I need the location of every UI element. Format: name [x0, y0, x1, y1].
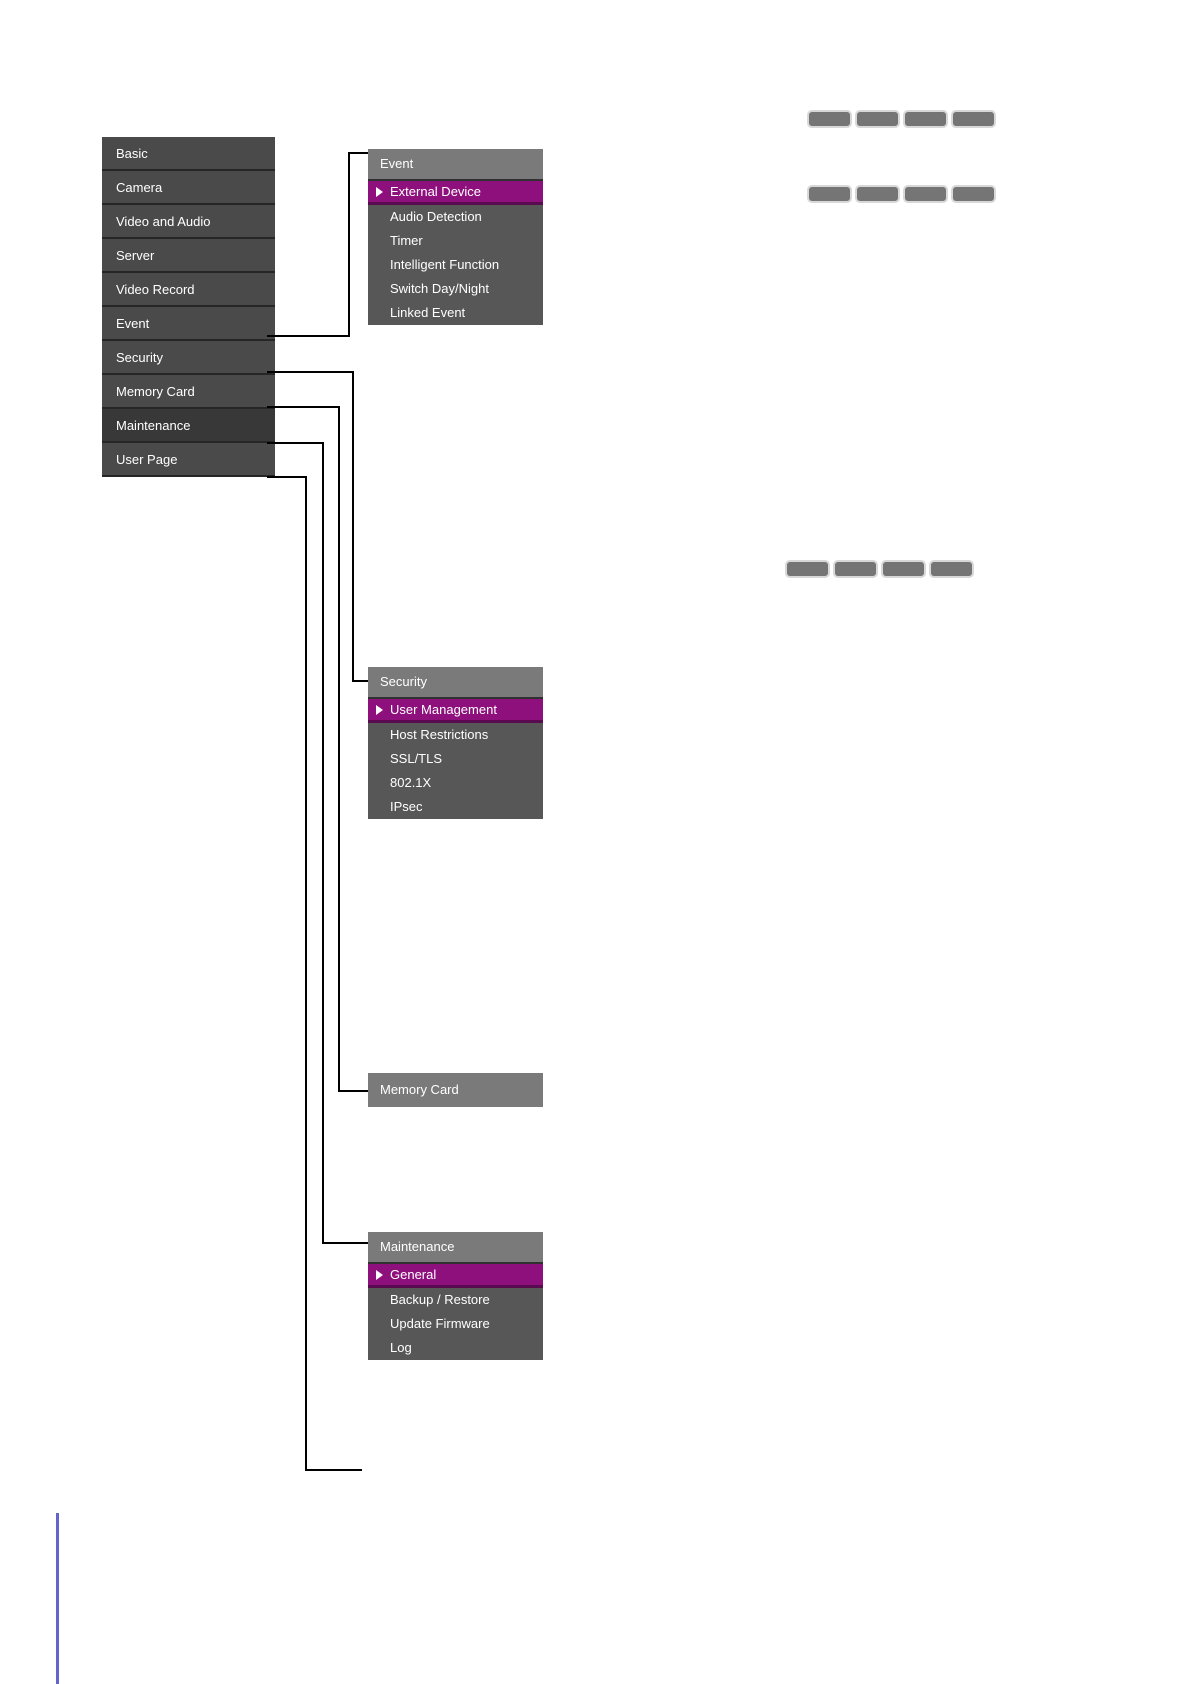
memory-card-submenu: Memory Card [368, 1073, 543, 1107]
menu-item-server[interactable]: Server [102, 239, 275, 273]
submenu-item-label: Host Restrictions [390, 727, 489, 742]
blank-button[interactable] [951, 185, 996, 203]
maintenance-submenu-body: General Backup / Restore Update Firmware… [368, 1264, 543, 1360]
menu-item-security[interactable]: Security [102, 341, 275, 375]
connector-user-page-vertical [305, 476, 307, 1471]
submenu-item-label: External Device [390, 184, 482, 199]
maintenance-submenu-title: Maintenance [368, 1232, 543, 1264]
connector-memory-card-to-panel [338, 1090, 368, 1092]
submenu-item-label: Backup / Restore [390, 1292, 490, 1307]
submenu-item-update-firmware[interactable]: Update Firmware [368, 1312, 543, 1336]
submenu-item-802-1x[interactable]: 802.1X [368, 771, 543, 795]
submenu-item-label: IPsec [390, 799, 423, 814]
security-submenu: Security User Management Host Restrictio… [368, 667, 543, 819]
submenu-item-log[interactable]: Log [368, 1336, 543, 1360]
submenu-item-label: General [390, 1267, 437, 1282]
connector-security-vertical [352, 371, 354, 682]
submenu-item-label: Linked Event [390, 305, 466, 320]
connector-user-page-from-menu [267, 476, 307, 478]
memory-card-submenu-title: Memory Card [368, 1073, 543, 1107]
selected-arrow-icon [376, 1269, 383, 1280]
blank-button[interactable] [855, 185, 900, 203]
submenu-item-linked-event[interactable]: Linked Event [368, 301, 543, 325]
menu-item-user-page[interactable]: User Page [102, 443, 275, 477]
button-row-3 [785, 560, 974, 578]
blank-button[interactable] [903, 185, 948, 203]
blank-button[interactable] [951, 110, 996, 128]
blank-button[interactable] [833, 560, 878, 578]
settings-menu: Basic Camera Video and Audio Server Vide… [102, 137, 275, 477]
submenu-item-label: Log [390, 1340, 412, 1355]
blank-button[interactable] [785, 560, 830, 578]
event-submenu-title: Event [368, 149, 543, 181]
security-submenu-title: Security [368, 667, 543, 699]
connector-event-vertical [348, 152, 350, 337]
maintenance-submenu: Maintenance General Backup / Restore Upd… [368, 1232, 543, 1360]
menu-item-memory-card[interactable]: Memory Card [102, 375, 275, 409]
menu-item-event[interactable]: Event [102, 307, 275, 341]
submenu-item-label: User Management [390, 702, 497, 717]
selected-arrow-icon [376, 704, 383, 715]
connector-maintenance-to-panel [322, 1242, 368, 1244]
submenu-item-label: Audio Detection [390, 209, 482, 224]
blank-button[interactable] [903, 110, 948, 128]
blank-button[interactable] [929, 560, 974, 578]
connector-memory-card-vertical [338, 406, 340, 1092]
submenu-item-label: Switch Day/Night [390, 281, 489, 296]
submenu-item-label: Timer [390, 233, 423, 248]
connector-security-to-panel [352, 680, 368, 682]
connector-user-page-end [305, 1469, 362, 1471]
button-row-2 [807, 185, 996, 203]
menu-item-camera[interactable]: Camera [102, 171, 275, 205]
security-submenu-body: User Management Host Restrictions SSL/TL… [368, 699, 543, 819]
connector-memory-card-from-menu [267, 406, 340, 408]
connector-event-to-panel [348, 152, 368, 154]
submenu-item-ssl-tls[interactable]: SSL/TLS [368, 747, 543, 771]
connector-maintenance-vertical [322, 442, 324, 1244]
submenu-item-audio-detection[interactable]: Audio Detection [368, 205, 543, 229]
event-submenu: Event External Device Audio Detection Ti… [368, 149, 543, 325]
menu-item-maintenance[interactable]: Maintenance [102, 409, 275, 443]
submenu-item-timer[interactable]: Timer [368, 229, 543, 253]
blank-button[interactable] [881, 560, 926, 578]
submenu-item-general[interactable]: General [368, 1264, 543, 1288]
submenu-item-switch-day-night[interactable]: Switch Day/Night [368, 277, 543, 301]
submenu-item-host-restrictions[interactable]: Host Restrictions [368, 723, 543, 747]
submenu-item-label: Intelligent Function [390, 257, 500, 272]
blank-button[interactable] [807, 110, 852, 128]
submenu-item-label: SSL/TLS [390, 751, 443, 766]
blank-button[interactable] [855, 110, 900, 128]
submenu-item-label: 802.1X [390, 775, 432, 790]
connector-security-from-menu [267, 371, 354, 373]
submenu-item-label: Update Firmware [390, 1316, 490, 1331]
submenu-item-intelligent-function[interactable]: Intelligent Function [368, 253, 543, 277]
connector-maintenance-from-menu [267, 442, 324, 444]
selected-arrow-icon [376, 186, 383, 197]
submenu-item-ipsec[interactable]: IPsec [368, 795, 543, 819]
menu-item-basic[interactable]: Basic [102, 137, 275, 171]
blank-button[interactable] [807, 185, 852, 203]
menu-item-video-record[interactable]: Video Record [102, 273, 275, 307]
event-submenu-body: External Device Audio Detection Timer In… [368, 181, 543, 325]
submenu-item-backup-restore[interactable]: Backup / Restore [368, 1288, 543, 1312]
submenu-item-external-device[interactable]: External Device [368, 181, 543, 205]
page-edge-marker [56, 1513, 59, 1684]
button-row-1 [807, 110, 996, 128]
connector-event-from-menu [267, 335, 350, 337]
submenu-item-user-management[interactable]: User Management [368, 699, 543, 723]
menu-item-video-and-audio[interactable]: Video and Audio [102, 205, 275, 239]
